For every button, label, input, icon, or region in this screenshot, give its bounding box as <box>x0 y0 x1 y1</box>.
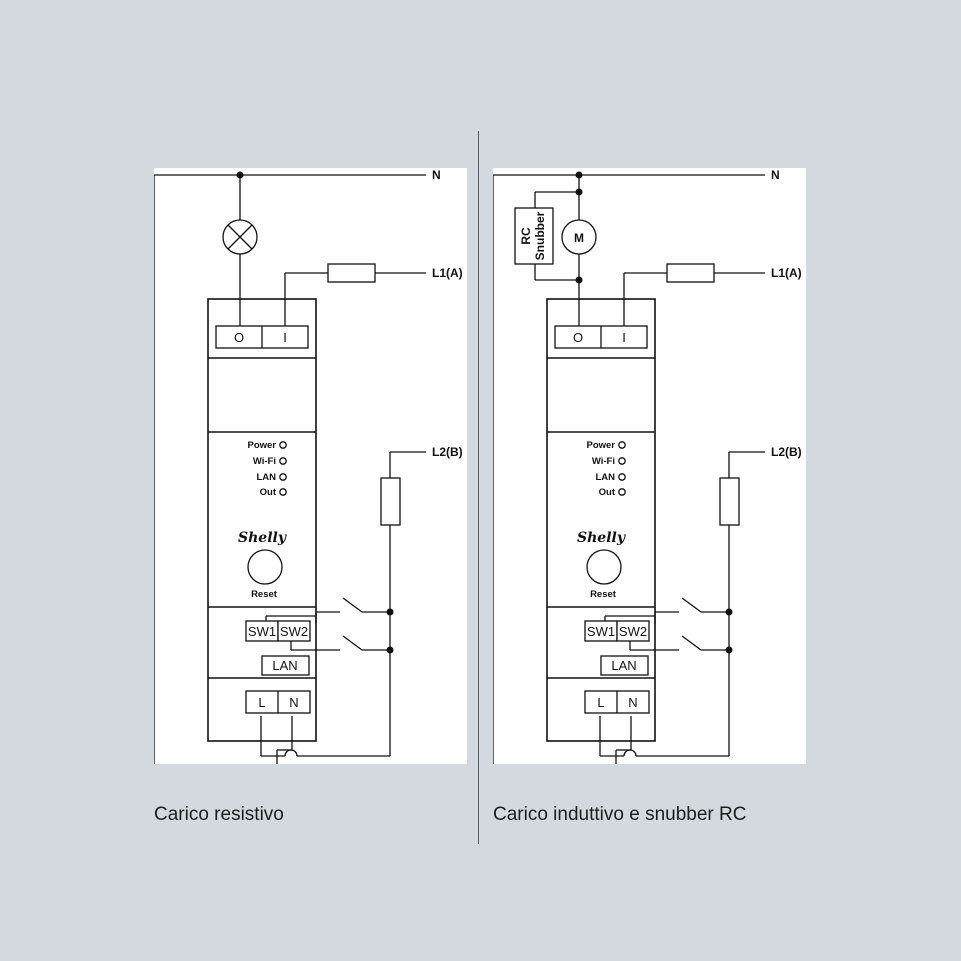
reset-button-icon <box>247 549 283 585</box>
brand-logo: Shelly <box>238 530 287 546</box>
led-label-lan: LAN <box>595 472 615 483</box>
led-label-power: Power <box>586 440 615 451</box>
fuse-l1-icon <box>327 263 376 283</box>
wiring-diagram-svg: M RC Snubber N L1(A) L2(B) O I Power Wi-… <box>493 168 802 764</box>
caption-inductive: Carico induttivo e snubber RC <box>493 804 747 825</box>
led-label-wifi: Wi-Fi <box>253 456 276 467</box>
column-divider <box>478 131 479 844</box>
junction-dot <box>575 171 583 179</box>
led-label-wifi: Wi-Fi <box>592 456 615 467</box>
led-label-out: Out <box>260 487 277 498</box>
neutral-label: N <box>771 168 780 182</box>
reset-label: Reset <box>251 589 278 600</box>
caption-resistive: Carico resistivo <box>154 804 284 825</box>
reset-button-icon <box>586 549 622 585</box>
led-label-out: Out <box>599 487 616 498</box>
line1-label: L1(A) <box>771 266 802 280</box>
shelly-device <box>546 298 656 742</box>
led-label-lan: LAN <box>256 472 276 483</box>
motor-label: M <box>574 231 584 245</box>
terminal-sw1: SW1 <box>248 624 276 639</box>
terminal-o: O <box>234 330 244 345</box>
wiring-diagram-inductive: M RC Snubber N L1(A) L2(B) O I Power Wi-… <box>493 168 806 764</box>
terminal-n: N <box>289 695 298 710</box>
rc-snubber-icon <box>514 207 554 265</box>
terminal-l: L <box>258 695 265 710</box>
terminal-i: I <box>622 330 626 345</box>
brand-logo: Shelly <box>577 530 626 546</box>
line1-label: L1(A) <box>432 266 463 280</box>
terminal-lan: LAN <box>611 658 636 673</box>
led-label-power: Power <box>247 440 276 451</box>
terminal-sw2: SW2 <box>619 624 647 639</box>
fuse-l2-icon <box>719 477 740 526</box>
line2-label: L2(B) <box>432 445 463 459</box>
terminal-i: I <box>283 330 287 345</box>
wiring-diagram-resistive: N L1(A) L2(B) O I Power Wi-Fi LAN Out Sh… <box>154 168 467 764</box>
fuse-l2-icon <box>380 477 401 526</box>
line2-label: L2(B) <box>771 445 802 459</box>
fuse-l1-icon <box>666 263 715 283</box>
snubber-label-rc: RC <box>519 227 533 245</box>
wiring-diagram-svg: N L1(A) L2(B) O I Power Wi-Fi LAN Out Sh… <box>154 168 463 764</box>
reset-label: Reset <box>590 589 617 600</box>
snubber-label-snubber: Snubber <box>533 211 547 260</box>
terminal-sw1: SW1 <box>587 624 615 639</box>
terminal-o: O <box>573 330 583 345</box>
shelly-device <box>207 298 317 742</box>
terminal-l: L <box>597 695 604 710</box>
terminal-n: N <box>628 695 637 710</box>
junction-dot <box>236 171 244 179</box>
terminal-sw2: SW2 <box>280 624 308 639</box>
neutral-label: N <box>432 168 441 182</box>
terminal-lan: LAN <box>272 658 297 673</box>
